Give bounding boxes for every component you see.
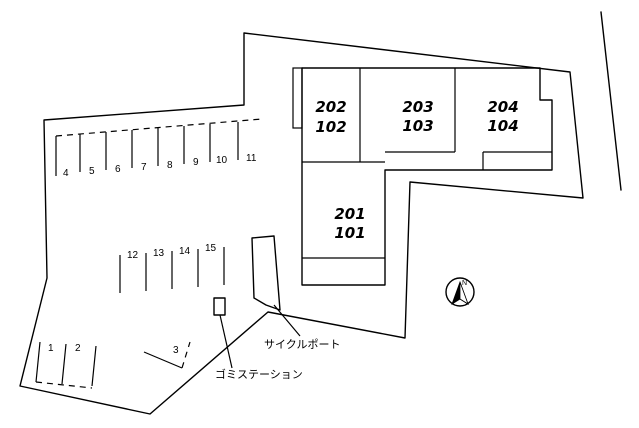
road-edge-line <box>600 11 622 191</box>
parking-row-top-dashed-edge <box>55 118 263 137</box>
stall-8: 8 <box>167 160 173 171</box>
parking-row-top: 4 5 6 7 8 9 10 11 <box>55 118 263 179</box>
stall-2: 2 <box>75 343 81 354</box>
cycle-port-label: サイクルポート <box>264 338 340 351</box>
stall-6: 6 <box>115 164 121 175</box>
unit-202: 202 <box>315 98 346 116</box>
parking-stall-3: 3 <box>143 341 191 369</box>
svg-text:N: N <box>462 280 467 287</box>
parking-row-middle: 12 13 14 15 <box>119 243 225 293</box>
stall-11: 11 <box>246 153 257 164</box>
cycle-port-shape <box>251 235 281 311</box>
garbage-station-label: ゴミステーション <box>215 367 303 381</box>
garbage-station-box <box>213 297 226 316</box>
parking-row-bottom: 1 2 <box>35 341 97 389</box>
unit-203: 203 <box>402 98 433 116</box>
building-notch <box>292 67 303 129</box>
stall-4: 4 <box>63 168 69 179</box>
unit-104: 104 <box>487 117 518 135</box>
unit-101: 101 <box>334 224 365 242</box>
unit-201: 201 <box>334 205 365 223</box>
stall-14: 14 <box>179 246 191 257</box>
building: 202 102 203 103 204 104 201 101 <box>292 67 553 286</box>
stall-3: 3 <box>173 345 179 356</box>
stall-7: 7 <box>141 162 147 173</box>
site-boundary <box>19 32 584 415</box>
stall-12: 12 <box>127 250 139 261</box>
unit-103: 103 <box>402 117 433 135</box>
garbage-station: ゴミステーション <box>213 297 303 381</box>
stall-9: 9 <box>193 157 199 168</box>
stall-13: 13 <box>153 248 165 259</box>
stall-15: 15 <box>205 243 217 254</box>
stall-1: 1 <box>48 343 54 354</box>
unit-102: 102 <box>315 118 346 136</box>
building-outline <box>301 67 553 286</box>
stall-5: 5 <box>89 166 95 177</box>
stall-10: 10 <box>216 155 228 166</box>
parking-row-bottom-dashed-edge <box>35 381 93 389</box>
cycle-port: サイクルポート <box>251 235 340 351</box>
north-arrow-icon: N <box>445 277 475 307</box>
unit-204: 204 <box>487 98 518 116</box>
